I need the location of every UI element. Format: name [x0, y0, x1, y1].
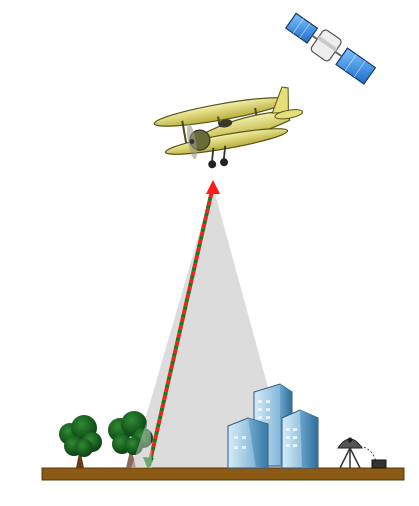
- tree-icon: [108, 411, 153, 468]
- laser-arrowhead-top: [206, 180, 220, 194]
- laser-arrowhead-bottom: [143, 457, 154, 470]
- satellite-dish-icon: [337, 437, 387, 469]
- biplane-icon: [153, 86, 304, 169]
- ground: [41, 467, 405, 481]
- building-icon: [227, 383, 319, 469]
- satellite-icon: [284, 12, 377, 85]
- laser-line: [143, 180, 220, 470]
- tree-icon: [59, 415, 102, 468]
- scan-beam: [131, 186, 290, 468]
